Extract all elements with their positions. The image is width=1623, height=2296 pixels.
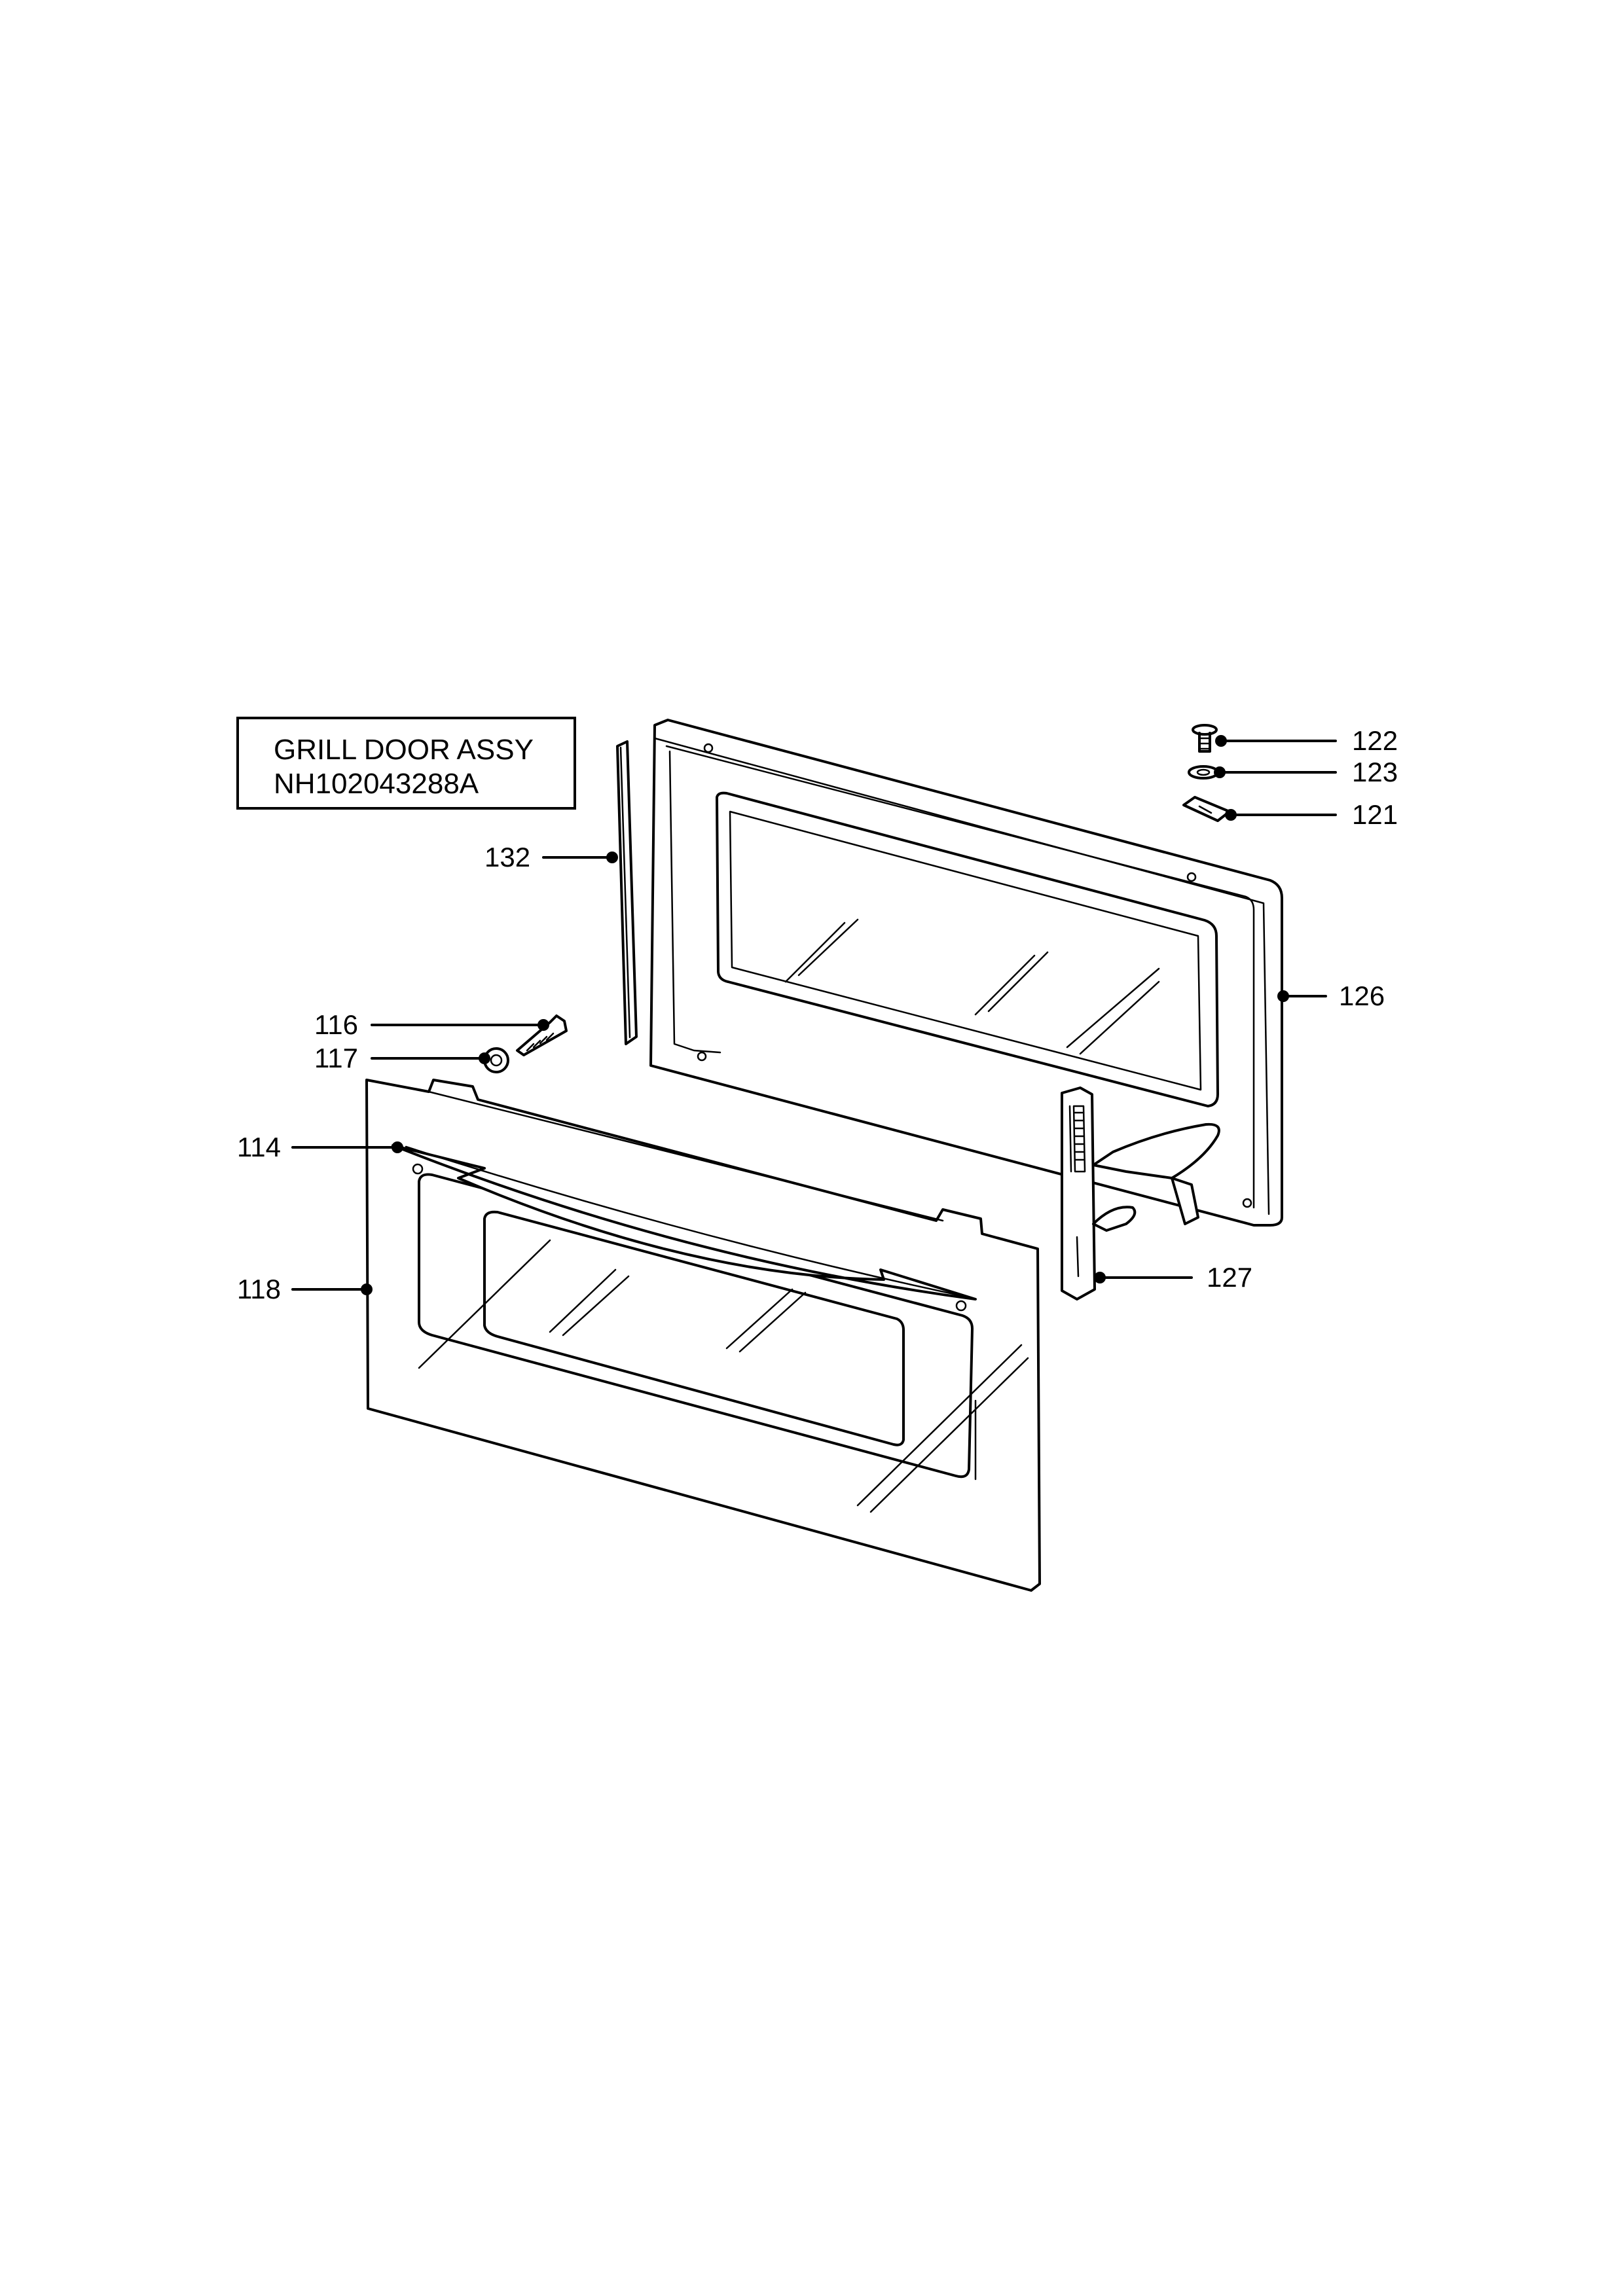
part-118-outer-door [365,1079,1041,1592]
title-box: GRILL DOOR ASSY NH102043288A [236,717,576,810]
part-126-inner-door-frame [649,719,1283,1227]
callout-116: 116 [314,1009,358,1040]
callout-121: 121 [1352,799,1398,830]
part-121-clip [1182,796,1231,822]
callout-leaders [291,735,1337,1295]
callout-126: 126 [1339,980,1385,1011]
callout-122: 122 [1352,725,1398,756]
callout-127: 127 [1207,1262,1252,1293]
part-number: NH102043288A [274,768,479,800]
callout-114: 114 [237,1132,281,1162]
part-116-bolt [516,1014,568,1056]
callout-123: 123 [1352,757,1398,787]
part-114-handle [392,1144,977,1300]
part-123-washer [1188,765,1219,780]
callout-118: 118 [237,1274,281,1304]
part-132-seal-strip [616,740,638,1045]
part-127-hinge [1061,1086,1220,1300]
part-122-screw [1192,724,1218,753]
callout-132: 132 [484,842,530,872]
assembly-name: GRILL DOOR ASSY [274,734,534,766]
callout-117: 117 [314,1043,358,1073]
callout-labels: 122 123 121 132 126 116 117 114 118 127 [237,725,1398,1304]
